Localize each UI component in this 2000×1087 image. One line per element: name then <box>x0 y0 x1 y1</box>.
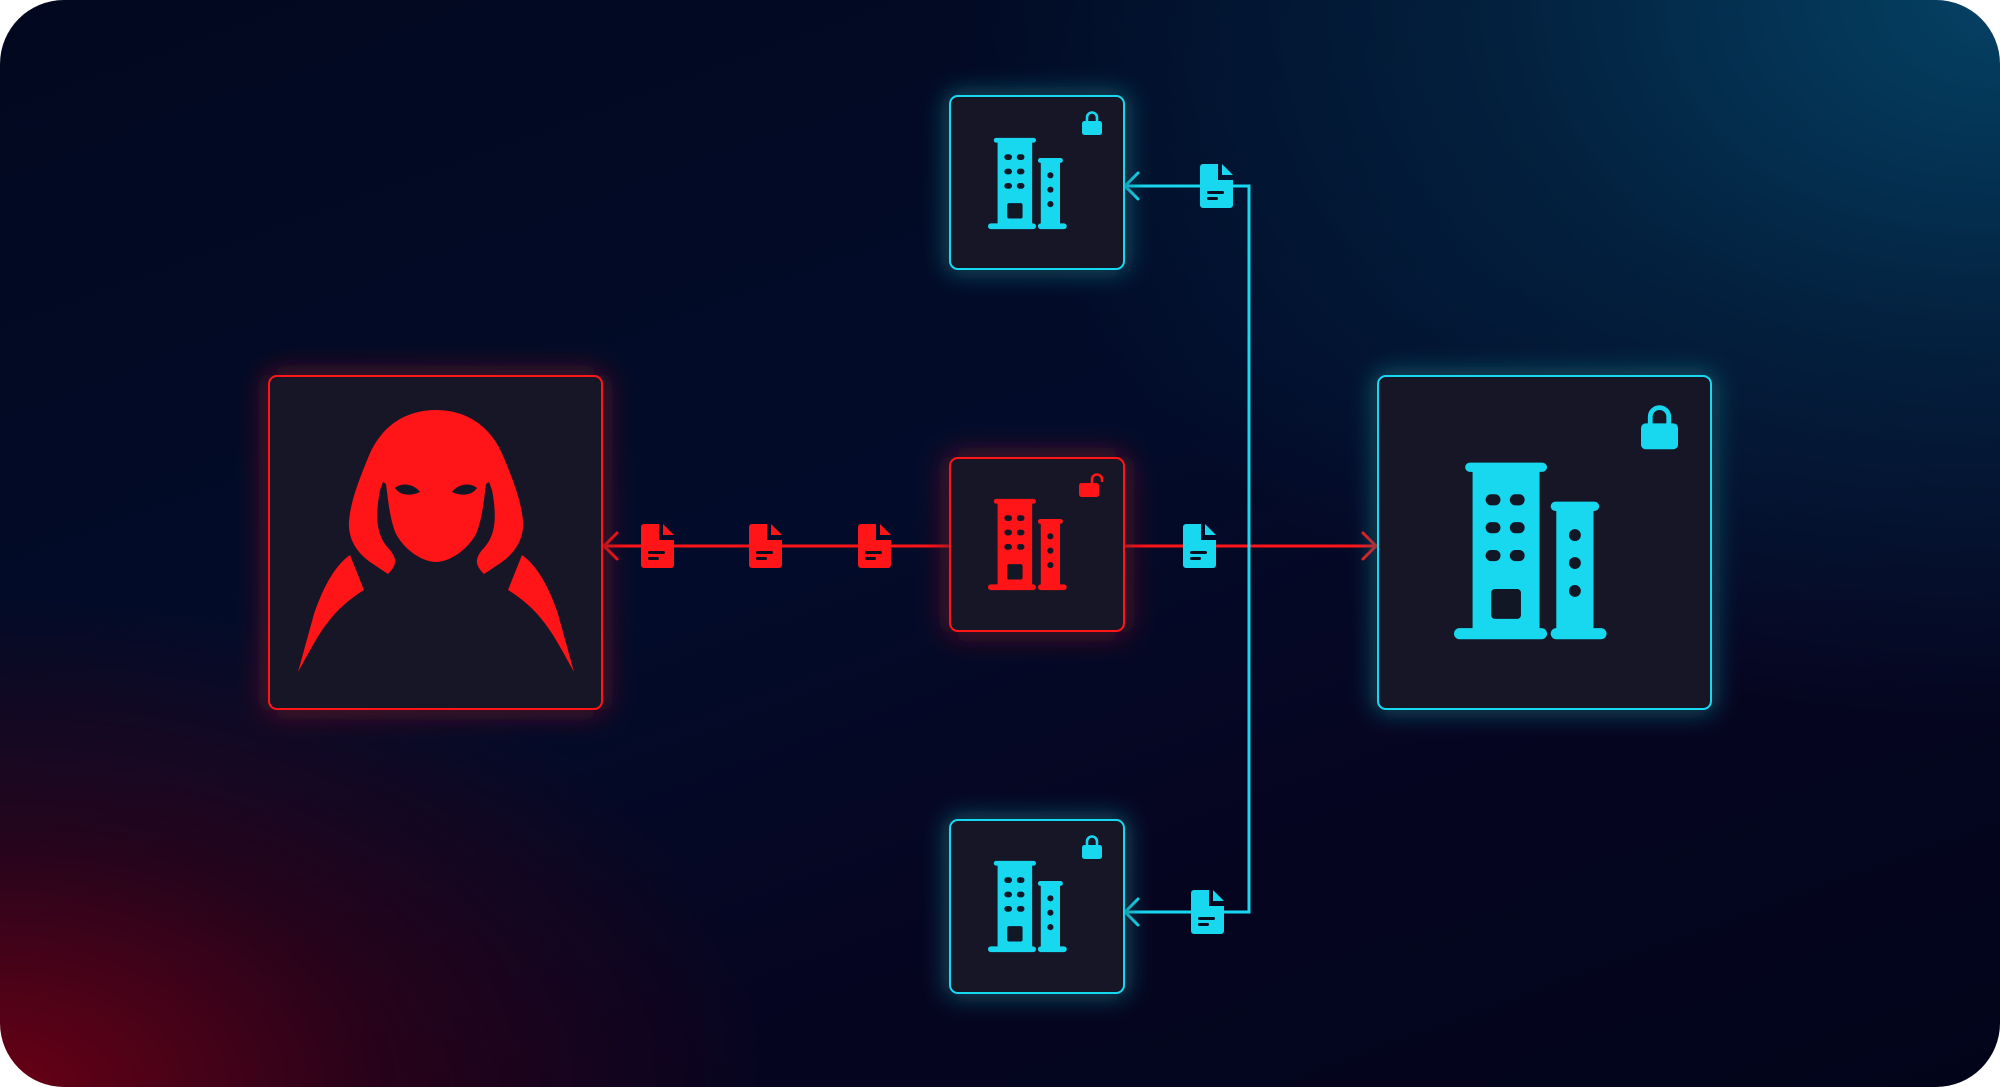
document-icon <box>1191 890 1224 934</box>
document-icon <box>858 524 891 568</box>
document-icon <box>641 524 674 568</box>
hooded-attacker-icon <box>298 410 574 672</box>
document-icon <box>1200 164 1233 208</box>
distribution-line <box>1125 184 1251 914</box>
arrowhead-to-headquarters <box>1361 531 1379 561</box>
arrowhead-to-attacker <box>601 531 619 561</box>
headquarters-node <box>1377 375 1712 710</box>
document-icon <box>1183 524 1216 568</box>
document-icon <box>749 524 782 568</box>
